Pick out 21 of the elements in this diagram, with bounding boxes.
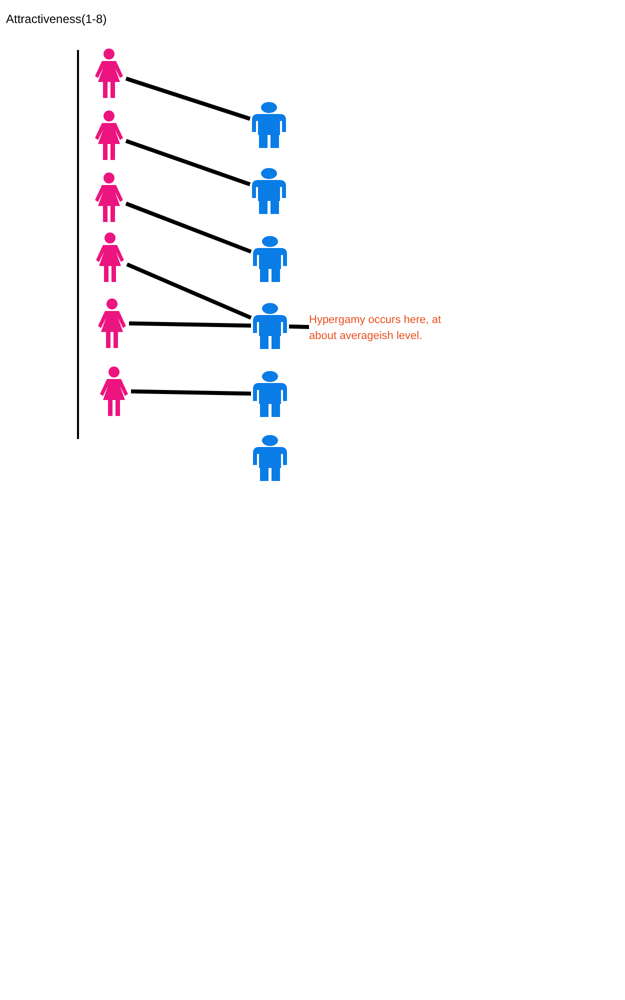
woman-icon (93, 232, 127, 282)
axis-title: Attractiveness(1-8) (6, 12, 107, 26)
man-icon (251, 435, 289, 481)
woman-icon (92, 110, 126, 160)
man-icon (251, 371, 289, 417)
connector-line (125, 76, 251, 121)
connector-line (130, 389, 252, 396)
woman-icon (92, 48, 126, 98)
woman-icon (95, 298, 129, 348)
man-icon (250, 168, 288, 214)
annotation-text: Hypergamy occurs here, at about averageish level. (309, 312, 459, 344)
man-icon (251, 236, 289, 282)
connector-line (126, 262, 252, 320)
leader-line (288, 324, 310, 330)
connector-line (125, 202, 252, 254)
man-icon (251, 303, 289, 349)
connector-line (128, 321, 252, 328)
connector-line (125, 139, 251, 186)
woman-icon (92, 172, 126, 222)
man-icon (250, 102, 288, 148)
woman-icon (97, 366, 131, 416)
